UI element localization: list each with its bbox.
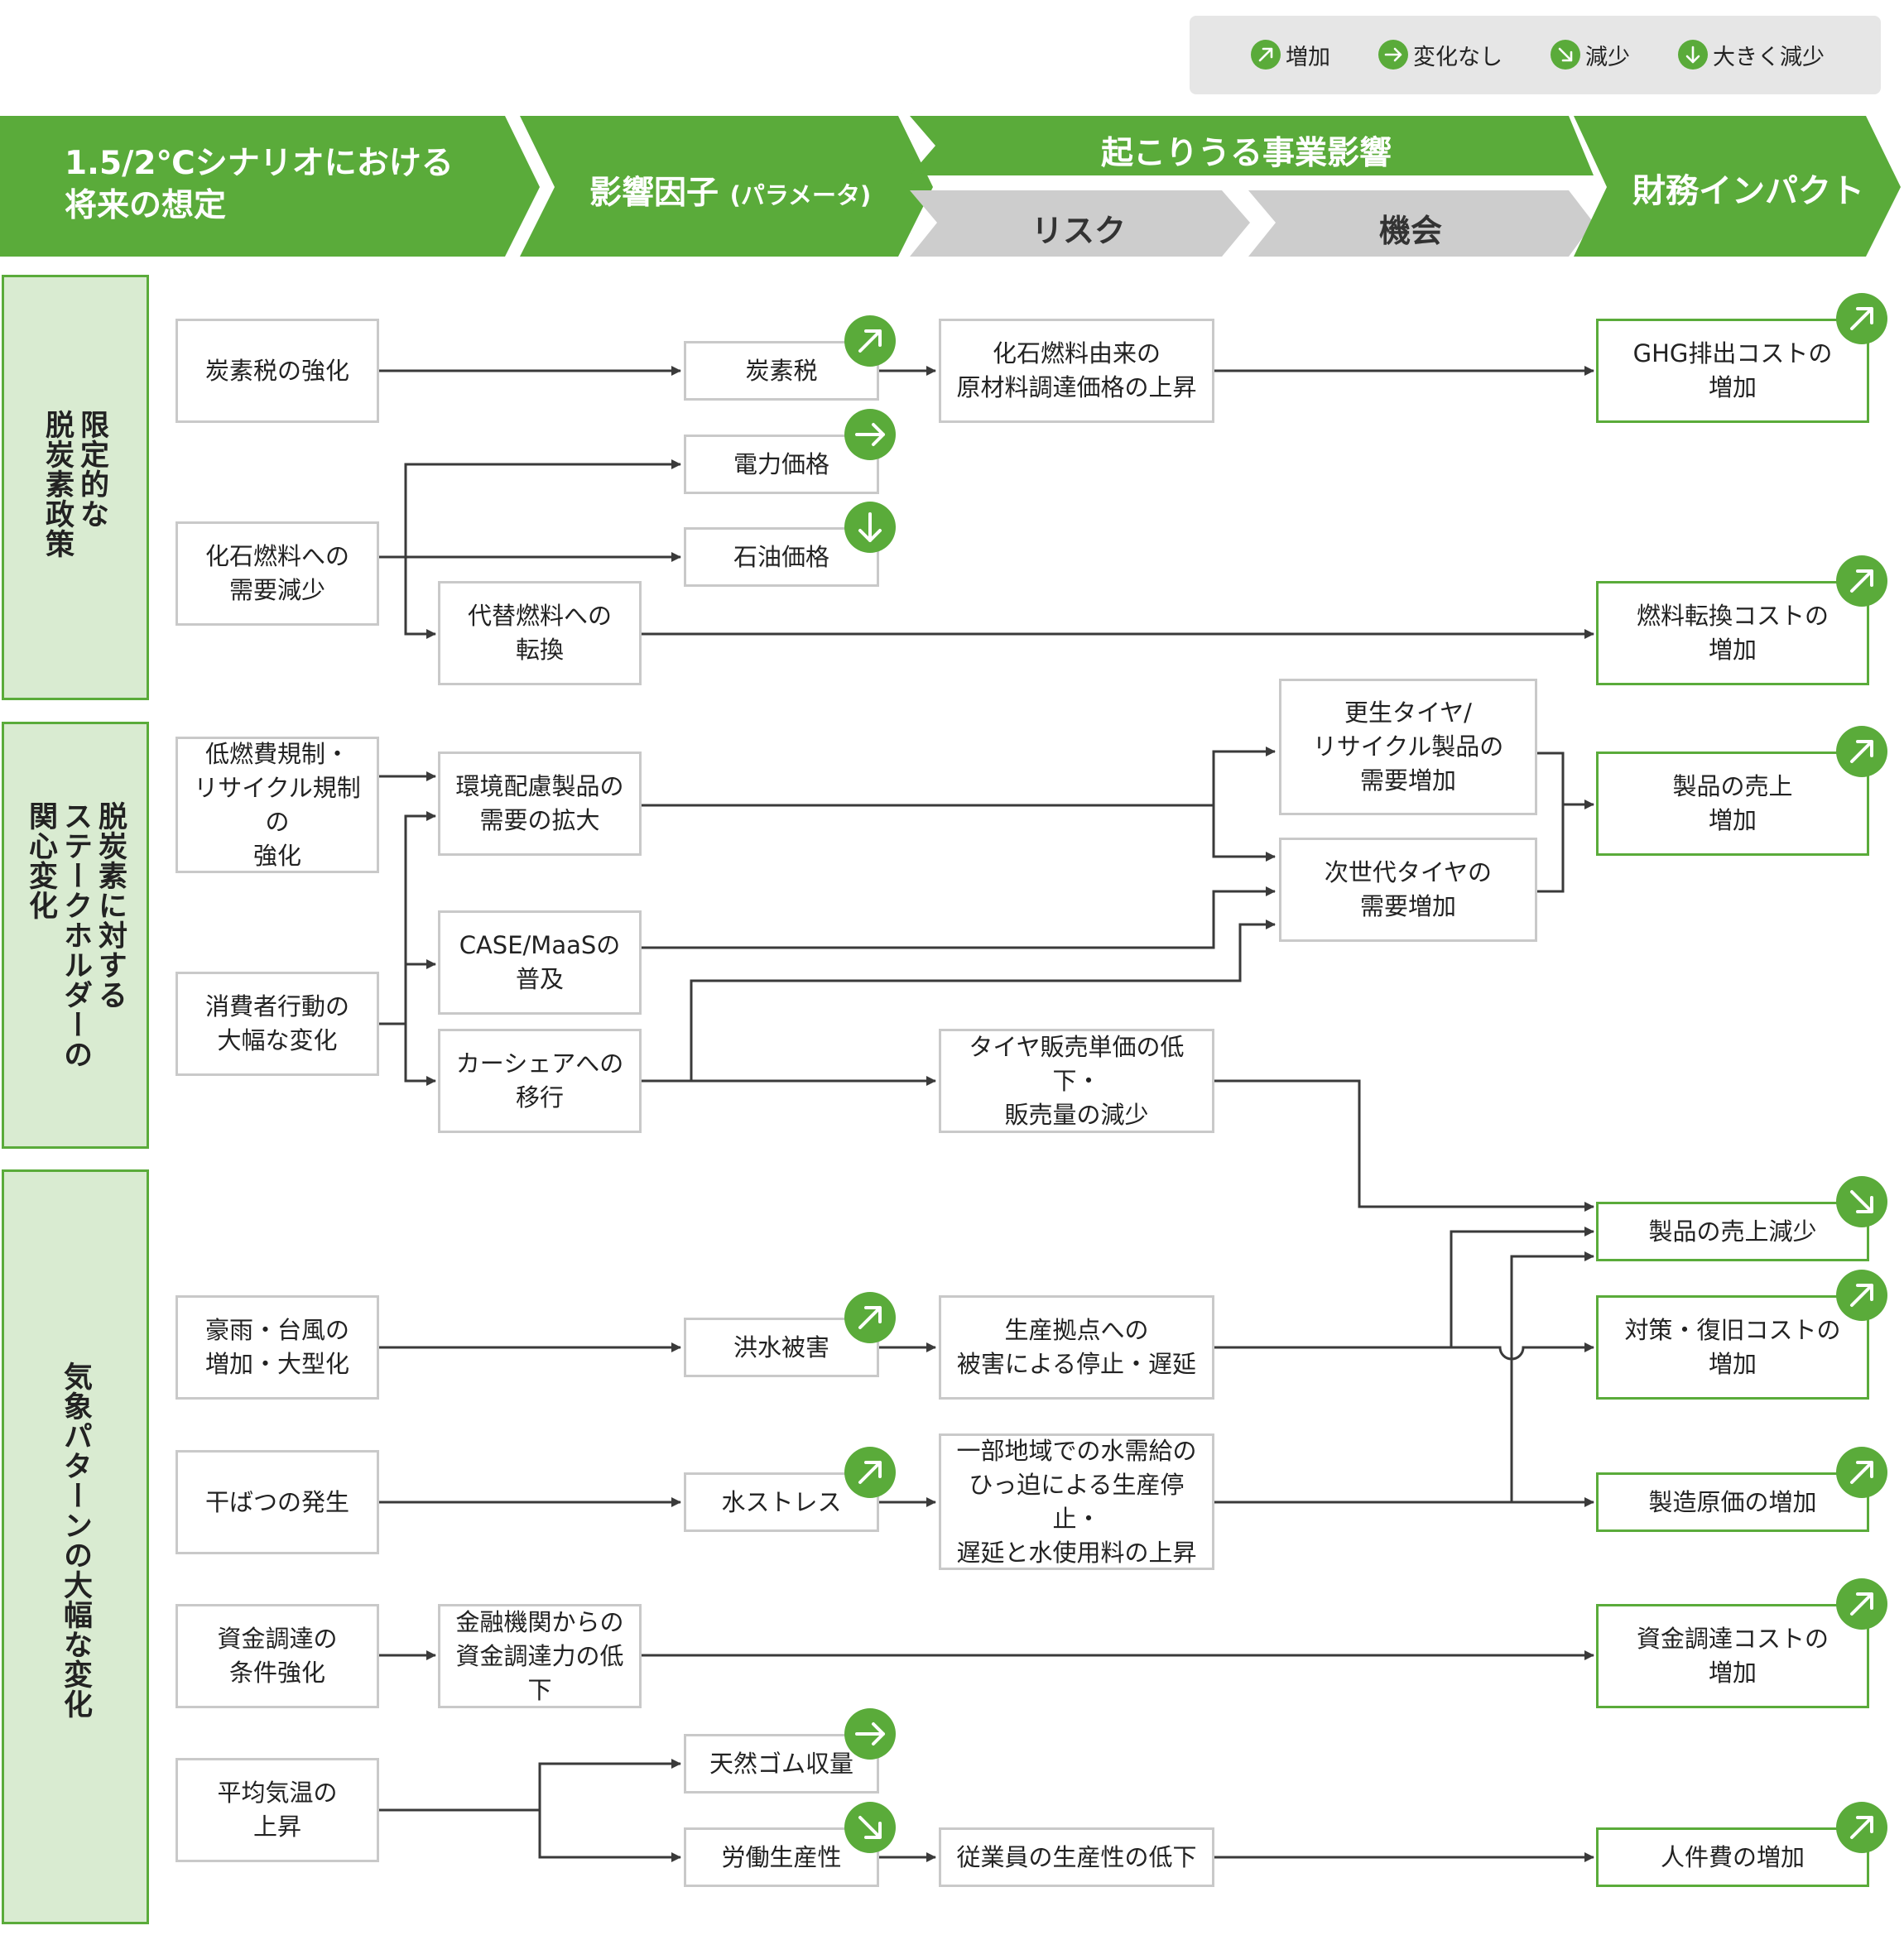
header-factors: 影響因子 (パラメータ) xyxy=(589,167,871,214)
node-car-sharing: カーシェアへの 移行 xyxy=(438,1029,642,1133)
node-production-site-damage: 生産拠点への 被害による停止・遅延 xyxy=(939,1295,1214,1400)
arrow-up-right-icon xyxy=(1836,1802,1887,1853)
header-col3-shape xyxy=(910,116,1594,175)
header-factors-main: 影響因子 xyxy=(589,175,719,212)
arrow-up-right-icon xyxy=(1836,555,1887,607)
header-opp-shape xyxy=(1248,190,1594,257)
arrow-down-icon xyxy=(1678,40,1708,70)
node-eco-product-demand: 環境配慮製品の 需要の拡大 xyxy=(438,752,642,856)
node-carbon-tax: 炭素税 xyxy=(684,341,879,401)
arrow-right-icon xyxy=(1378,40,1408,70)
edge-a4-f5 xyxy=(379,811,436,1025)
edge-r3-i5 xyxy=(1214,1342,1594,1361)
arrow-up-right-icon xyxy=(1836,1578,1887,1630)
edge-f5-o1 xyxy=(642,747,1276,807)
edge-a8-f12 xyxy=(538,1810,681,1862)
section-3-box xyxy=(2,1169,149,1924)
edge-a8-f11-f12 xyxy=(379,1759,681,1812)
legend-item-increase: 増加 xyxy=(1251,37,1330,72)
arrow-up-right-icon xyxy=(1836,1447,1887,1498)
node-tire-price-volume-decline: タイヤ販売単価の低下・ 販売量の減少 xyxy=(939,1029,1214,1133)
arrow-up-right-icon xyxy=(844,315,896,367)
arrow-down-icon xyxy=(844,502,896,553)
arrow-up-right-icon xyxy=(1836,293,1887,344)
legend-label: 減少 xyxy=(1585,44,1630,70)
node-financing-capability-decline: 金融機関からの 資金調達力の低下 xyxy=(438,1604,642,1708)
edge-a4-f7 xyxy=(404,1024,436,1086)
header-opportunity: 機会 xyxy=(1379,213,1443,249)
arrow-down-right-icon xyxy=(844,1802,896,1853)
node-average-temperature-rise: 平均気温の 上昇 xyxy=(175,1758,379,1862)
arrow-up-right-icon xyxy=(844,1292,896,1343)
edge-f6-o2 xyxy=(642,886,1276,949)
edge-o-i3 xyxy=(1537,752,1565,893)
legend xyxy=(1190,16,1881,94)
section-3-label: 気象パターンの大幅な変化 xyxy=(59,1361,92,1719)
edge-f5-o2 xyxy=(1212,805,1276,862)
header-factors-sub: (パラメータ) xyxy=(729,181,872,209)
legend-label: 増加 xyxy=(1286,44,1330,70)
node-natural-rubber-yield: 天然ゴム収量 xyxy=(684,1734,879,1794)
node-heavy-rain-typhoon: 豪雨・台風の 増加・大型化 xyxy=(175,1295,379,1400)
node-next-gen-tire-demand: 次世代タイヤの 需要増加 xyxy=(1279,838,1537,942)
header-risk: リスク xyxy=(1031,213,1127,249)
node-retread-recycling-demand: 更生タイヤ/ リサイクル製品の 需要増加 xyxy=(1279,679,1537,815)
legend-item-no-change: 変化なし xyxy=(1378,37,1503,72)
header-col1-shape xyxy=(0,116,540,257)
node-countermeasure-recovery-cost: 対策・復旧コストの 増加 xyxy=(1596,1295,1869,1400)
node-fuel-recycling-regulation: 低燃費規制・ リサイクル規制の 強化 xyxy=(175,737,379,873)
node-manufacturing-cost-increase: 製造原価の増加 xyxy=(1596,1472,1869,1532)
legend-item-decrease: 減少 xyxy=(1551,37,1630,72)
legend-label: 変化なし xyxy=(1413,44,1503,70)
node-fuel-conversion-cost: 燃料転換コストの 増加 xyxy=(1596,581,1869,685)
node-alternative-fuel-shift: 代替燃料への 転換 xyxy=(438,581,642,685)
section-2-label: 脱炭素に対する ステークホルダーの 関心変化 xyxy=(24,801,127,1069)
arrow-up-right-icon xyxy=(1836,726,1887,777)
header-risk-shape xyxy=(910,190,1250,257)
edge-a2-f2 xyxy=(404,459,681,557)
arrow-right-icon xyxy=(844,409,896,460)
legend-item-strong-decrease: 大きく減少 xyxy=(1678,37,1825,72)
header-band xyxy=(0,116,1901,257)
header-col2-shape xyxy=(520,116,933,257)
arrow-up-right-icon xyxy=(1836,1270,1887,1321)
edge-f7-o2 xyxy=(690,920,1276,1081)
node-sales-increase: 製品の売上 増加 xyxy=(1596,752,1869,856)
node-financing-conditions: 資金調達の 条件強化 xyxy=(175,1604,379,1708)
section-1-box xyxy=(2,275,149,700)
edge-r2-i4 xyxy=(1214,1079,1594,1212)
section-2-box xyxy=(2,722,149,1149)
header-scenario: 1.5/2℃シナリオにおける 将来の想定 xyxy=(65,145,454,224)
header-financial-impact: 財務インパクト xyxy=(1632,172,1864,210)
arrow-down-right-icon xyxy=(1551,40,1580,70)
node-consumer-behavior-change: 消費者行動の 大幅な変化 xyxy=(175,972,379,1076)
edge-r3-i4 xyxy=(1450,1227,1594,1347)
node-ghg-emission-cost: GHG排出コストの 増加 xyxy=(1596,319,1869,423)
arrow-right-icon xyxy=(844,1708,896,1760)
node-flood-damage: 洪水被害 xyxy=(684,1318,879,1377)
node-employee-productivity-decline: 従業員の生産性の低下 xyxy=(939,1827,1214,1887)
node-labor-cost-increase: 人件費の増加 xyxy=(1596,1827,1869,1887)
node-financing-cost-increase: 資金調達コストの 増加 xyxy=(1596,1604,1869,1708)
node-water-supply-tightness: 一部地域での水需給の ひっ迫による生産停止・ 遅延と水使用料の上昇 xyxy=(939,1433,1214,1570)
node-fossil-fuel-demand-decline: 化石燃料への 需要減少 xyxy=(175,521,379,626)
legend-label: 大きく減少 xyxy=(1713,44,1825,70)
node-raw-material-cost-rise: 化石燃料由来の 原材料調達価格の上昇 xyxy=(939,319,1214,423)
arrow-up-right-icon xyxy=(1251,40,1281,70)
arrow-down-right-icon xyxy=(1836,1176,1887,1227)
header-business-impact: 起こりうる事業影響 xyxy=(1101,135,1392,172)
section-1-label: 限定的な 脱炭素政策 xyxy=(41,410,108,559)
edge-r4-i4 xyxy=(1510,1251,1594,1502)
edge-a2-f4 xyxy=(404,557,436,639)
header-col4-shape xyxy=(1574,116,1901,257)
node-case-maas: CASE/MaaSの 普及 xyxy=(438,910,642,1015)
node-carbon-tax-strengthening: 炭素税の強化 xyxy=(175,319,379,423)
node-drought: 干ばつの発生 xyxy=(175,1450,379,1554)
node-sales-decrease: 製品の売上減少 xyxy=(1596,1202,1869,1261)
arrow-up-right-icon xyxy=(844,1447,896,1498)
